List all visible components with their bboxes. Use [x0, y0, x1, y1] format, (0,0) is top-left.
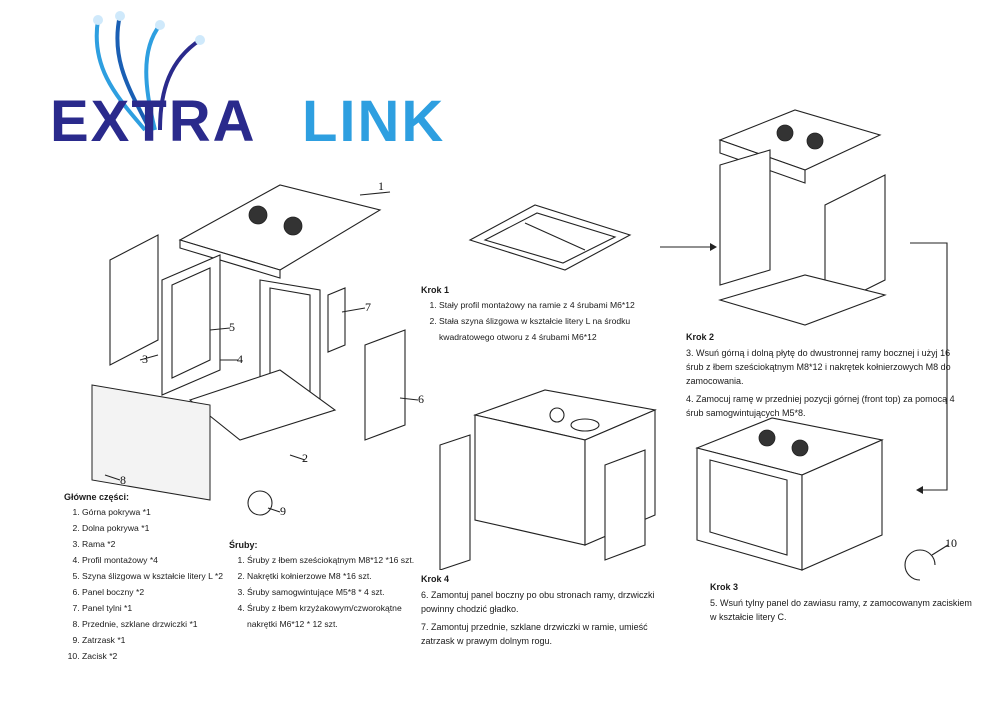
list-item: Śruby z łbem krzyżakowym/czworokątne nak… [247, 600, 429, 632]
brand-word-extra: EXTRA [50, 89, 257, 154]
screws-title: Śruby: [229, 540, 258, 550]
step2-item-4: 4. Zamocuj ramę w przedniej pozycji górn… [686, 394, 955, 418]
step1-title: Krok 1 [421, 285, 450, 295]
flow-arrows [660, 242, 948, 494]
step2-item-3: 3. Wsuń górną i dolną płytę do dwustronn… [686, 348, 951, 386]
step3-item-5: 5. Wsuń tylny panel do zawiasu ramy, z z… [710, 598, 972, 622]
callout-4: 4 [237, 352, 243, 366]
c-clip-diagram: 10 [904, 536, 957, 581]
list-item: Panel tylni *1 [82, 600, 264, 616]
list-item: Stała szyna ślizgowa w kształcie litery … [439, 313, 651, 345]
list-item: Zatrzask *1 [82, 632, 264, 648]
step3-diagram [695, 417, 884, 571]
screws-list: Śruby z łbem sześciokątnym M8*12 *16 szt… [229, 552, 429, 632]
main-parts-title: Główne części: [64, 492, 130, 502]
main-parts-list: Górna pokrywa *1 Dolna pokrywa *1 Rama *… [64, 504, 264, 664]
list-item: Śruby samogwintujące M5*8 * 4 szt. [247, 584, 429, 600]
step4-item-7: 7. Zamontuj przednie, szklane drzwiczki … [421, 622, 648, 646]
list-item: Przednie, szklane drzwiczki *1 [82, 616, 264, 632]
callout-2: 2 [302, 451, 308, 465]
step2-section: Krok 2 3. Wsuń górną i dolną płytę do dw… [686, 330, 966, 420]
screws-section: Śruby: Śruby z łbem sześciokątnym M8*12 … [229, 538, 429, 632]
step2-diagram [718, 109, 887, 326]
step1-diagram [468, 204, 632, 271]
step4-title: Krok 4 [421, 574, 450, 584]
callout-6: 6 [418, 392, 424, 406]
step2-title: Krok 2 [686, 332, 715, 342]
list-item: Profil montażowy *4 [82, 552, 264, 568]
step1-section: Krok 1 Stały profil montażowy na ramie z… [421, 283, 651, 345]
brand-word-link: LINK [302, 89, 446, 154]
callout-9: 9 [280, 504, 286, 518]
callout-5: 5 [229, 320, 235, 334]
list-item: Zacisk *2 [82, 648, 264, 664]
list-item: Panel boczny *2 [82, 584, 264, 600]
exploded-cabinet-diagram: 1 2 3 4 5 6 7 8 9 [91, 179, 424, 518]
list-item: Stały profil montażowy na ramie z 4 śrub… [439, 297, 651, 313]
callout-10: 10 [945, 536, 957, 550]
list-item: Śruby z łbem sześciokątnym M8*12 *16 szt… [247, 552, 429, 568]
list-item: Dolna pokrywa *1 [82, 520, 264, 536]
step4-diagram [439, 389, 657, 570]
callout-3: 3 [142, 352, 148, 366]
brand-logo: EXTRA LINK [50, 10, 470, 154]
list-item: Szyna ślizgowa w kształcie litery L *2 [82, 568, 264, 584]
list-item: Górna pokrywa *1 [82, 504, 264, 520]
callout-8: 8 [120, 473, 126, 487]
main-parts-section: Główne części: Górna pokrywa *1 Dolna po… [64, 490, 264, 664]
step3-title: Krok 3 [710, 582, 739, 592]
step4-item-6: 6. Zamontuj panel boczny po obu stronach… [421, 590, 655, 614]
list-item: Rama *2 [82, 536, 264, 552]
callout-1: 1 [378, 179, 384, 193]
callout-7: 7 [365, 300, 371, 314]
step3-section: Krok 3 5. Wsuń tylny panel do zawiasu ra… [710, 580, 975, 624]
step1-list: Stały profil montażowy na ramie z 4 śrub… [421, 297, 651, 345]
list-item: Nakrętki kołnierzowe M8 *16 szt. [247, 568, 429, 584]
fiber-icon [93, 11, 205, 132]
step4-section: Krok 4 6. Zamontuj panel boczny po obu s… [421, 572, 681, 648]
